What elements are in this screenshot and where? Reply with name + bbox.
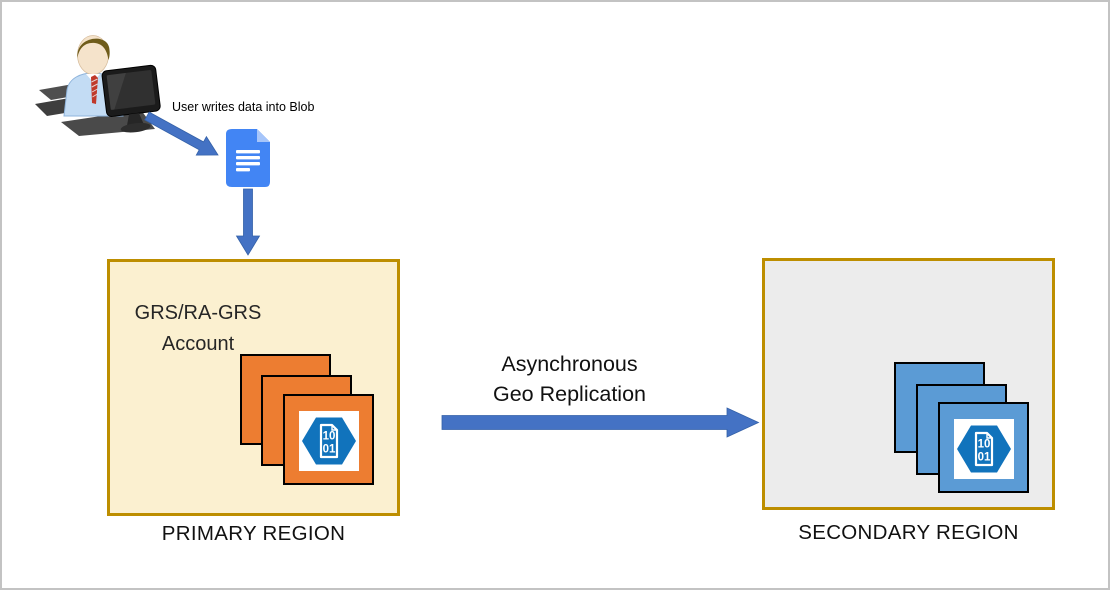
arrow-blob-to-primary <box>235 188 261 256</box>
account-label: GRS/RA-GRS Account <box>128 298 268 360</box>
monitor-frame <box>101 64 161 117</box>
monitor-stand <box>126 113 145 128</box>
binary-text-line2: 01 <box>323 444 336 456</box>
monitor-base <box>120 122 151 133</box>
binary-text-line1: 10 <box>323 431 336 443</box>
document-body <box>226 129 270 187</box>
geo-replication-label-line1: Asynchronous <box>501 352 638 376</box>
desk-shadow-shape <box>39 83 91 100</box>
document-fold <box>257 129 270 142</box>
floor-shadow-shape <box>61 110 155 136</box>
binary-text-line2: 01 <box>978 452 991 464</box>
desk-shadow-shape <box>35 96 95 116</box>
binary-text-line1: 10 <box>978 439 991 451</box>
user-at-computer-icon <box>35 35 161 136</box>
blob-document-icon <box>226 129 270 187</box>
binary-document-outline <box>319 423 339 459</box>
binary-document-fold <box>331 425 337 431</box>
binary-document-fold <box>986 433 992 439</box>
person-head <box>77 35 109 75</box>
monitor-icon <box>101 64 161 133</box>
binary-blob-icon: 10 01 <box>954 419 1014 479</box>
person-shirt <box>63 72 124 117</box>
arrow-user-to-blob <box>144 111 219 156</box>
account-label-line1: GRS/RA-GRS <box>134 302 262 324</box>
person-tie <box>91 75 98 104</box>
arrow-geo-replication <box>441 407 760 438</box>
person-collar <box>86 74 100 82</box>
user-action-label: User writes data into Blob <box>172 100 315 114</box>
tie-stripes <box>91 78 98 98</box>
storage-square: 10 01 <box>283 394 374 485</box>
document-text-lines <box>236 150 260 172</box>
hexagon-shape <box>302 417 356 465</box>
monitor-screen <box>106 70 156 110</box>
screen-glare <box>106 72 126 111</box>
geo-replication-label: Asynchronous Geo Replication <box>442 350 697 409</box>
hexagon-shape <box>957 425 1011 473</box>
primary-region-box: GRS/RA-GRS Account 10 01 <box>107 259 400 516</box>
geo-replication-label-line2: Geo Replication <box>493 381 646 406</box>
person-hair <box>77 38 110 60</box>
secondary-region-box: 10 01 <box>762 258 1055 510</box>
storage-square: 10 01 <box>938 402 1029 493</box>
secondary-region-label: SECONDARY REGION <box>798 521 1019 544</box>
account-label-line2: Account <box>161 333 235 355</box>
primary-region-label: PRIMARY REGION <box>161 522 346 545</box>
binary-document-outline <box>974 431 994 467</box>
binary-blob-icon: 10 01 <box>299 411 359 471</box>
